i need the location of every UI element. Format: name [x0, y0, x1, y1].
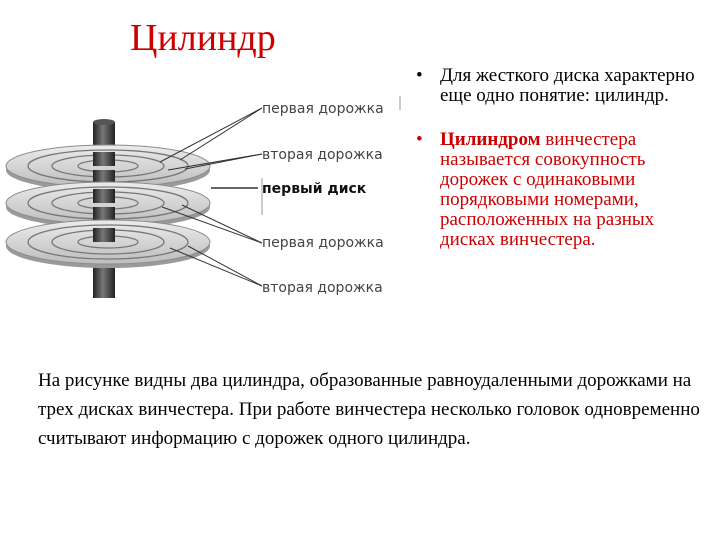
bullet-text-2: винчестера называется совокупность дорож…: [440, 129, 655, 250]
bullet-list: • Для жесткого диска характерно еще одно…: [412, 66, 712, 274]
disk-stack-illustration: первая дорожка вторая дорожка первый дис…: [5, 96, 401, 298]
label-first-disk: первый диск: [262, 181, 367, 197]
label-track2-bottom: вторая дорожка: [262, 280, 383, 296]
disk-cylinder-figure: первая дорожка вторая дорожка первый дис…: [0, 70, 410, 320]
bullet-dot-icon: •: [416, 129, 423, 150]
bullet-dot-icon: •: [416, 65, 423, 86]
bullet-2-term: Цилиндром: [440, 129, 541, 150]
platter-bottom: [5, 207, 211, 268]
bullet-item-1: • Для жесткого диска характерно еще одно…: [412, 66, 712, 106]
label-track1-bottom: первая дорожка: [262, 235, 384, 251]
spindle-cap: [93, 119, 115, 125]
label-track1-top: первая дорожка: [262, 101, 384, 117]
leader-lines: [159, 107, 263, 287]
slide-title: Цилиндр: [130, 17, 276, 59]
label-track2-top: вторая дорожка: [262, 147, 383, 163]
bullet-item-2: • Цилиндром винчестера называется совоку…: [412, 130, 712, 250]
body-paragraph: На рисунке видны два цилиндра, образован…: [38, 370, 700, 449]
platter-top: [5, 144, 211, 191]
spindle-bottom: [93, 260, 115, 298]
bullet-text-1: Для жесткого диска характерно еще одно п…: [440, 65, 695, 106]
